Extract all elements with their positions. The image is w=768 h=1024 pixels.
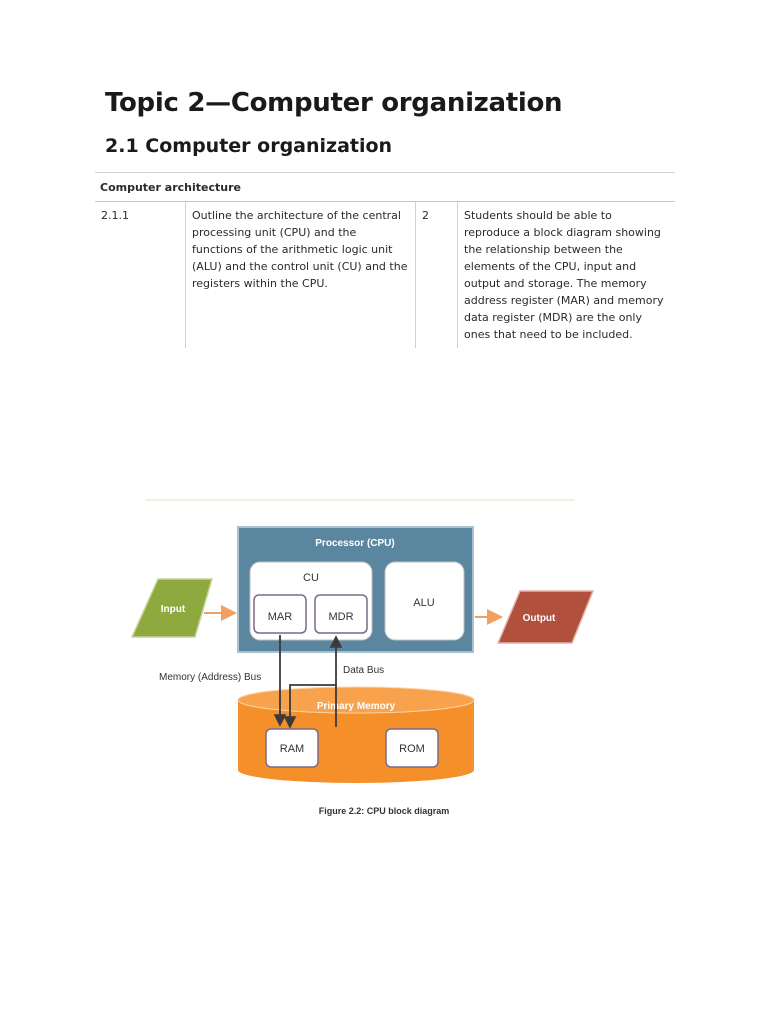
- address-bus-label: Memory (Address) Bus: [159, 672, 261, 683]
- figure-caption: Figure 2.2: CPU block diagram: [318, 806, 450, 816]
- assessment-ref: 2.1.1: [101, 209, 129, 222]
- output-block: [496, 590, 595, 644]
- primary-memory-label: Primary Memory: [317, 701, 396, 712]
- input-label: Input: [161, 604, 186, 615]
- table-row: 2.1.1 Outline the architecture of the ce…: [95, 202, 675, 348]
- objective-level: 2: [416, 202, 458, 348]
- group-heading: Computer architecture: [95, 173, 675, 202]
- mdr-label: MDR: [328, 611, 353, 623]
- rom-label: ROM: [399, 743, 425, 755]
- input-block: [130, 578, 214, 638]
- processor-label: Processor (CPU): [315, 538, 394, 549]
- rom-block: [385, 728, 439, 768]
- mdr-register: [314, 594, 368, 634]
- section-title: 2.1 Computer organization: [105, 135, 393, 157]
- data-bus-label: Data Bus: [343, 665, 384, 676]
- teacher-guidance: Students should be able to reproduce a b…: [464, 209, 664, 341]
- ram-label: RAM: [280, 743, 304, 755]
- ram-block: [265, 728, 319, 768]
- topic-title: Topic 2—Computer organization: [105, 88, 563, 118]
- output-label: Output: [523, 613, 556, 624]
- cpu-block-diagram: Processor (CPU) CU MAR MDR ALU Input Out…: [130, 499, 595, 783]
- syllabus-table: Computer architecture 2.1.1 Outline the …: [95, 172, 675, 348]
- alu-block: [384, 561, 465, 641]
- alu-label: ALU: [413, 597, 434, 609]
- table-top-rule: [95, 172, 675, 173]
- mar-register: [253, 594, 307, 634]
- mar-label: MAR: [268, 611, 293, 623]
- cu-label: CU: [303, 572, 319, 584]
- assessment-statement: Outline the architecture of the central …: [185, 202, 416, 348]
- data-bus-path-to-ram: [283, 684, 337, 729]
